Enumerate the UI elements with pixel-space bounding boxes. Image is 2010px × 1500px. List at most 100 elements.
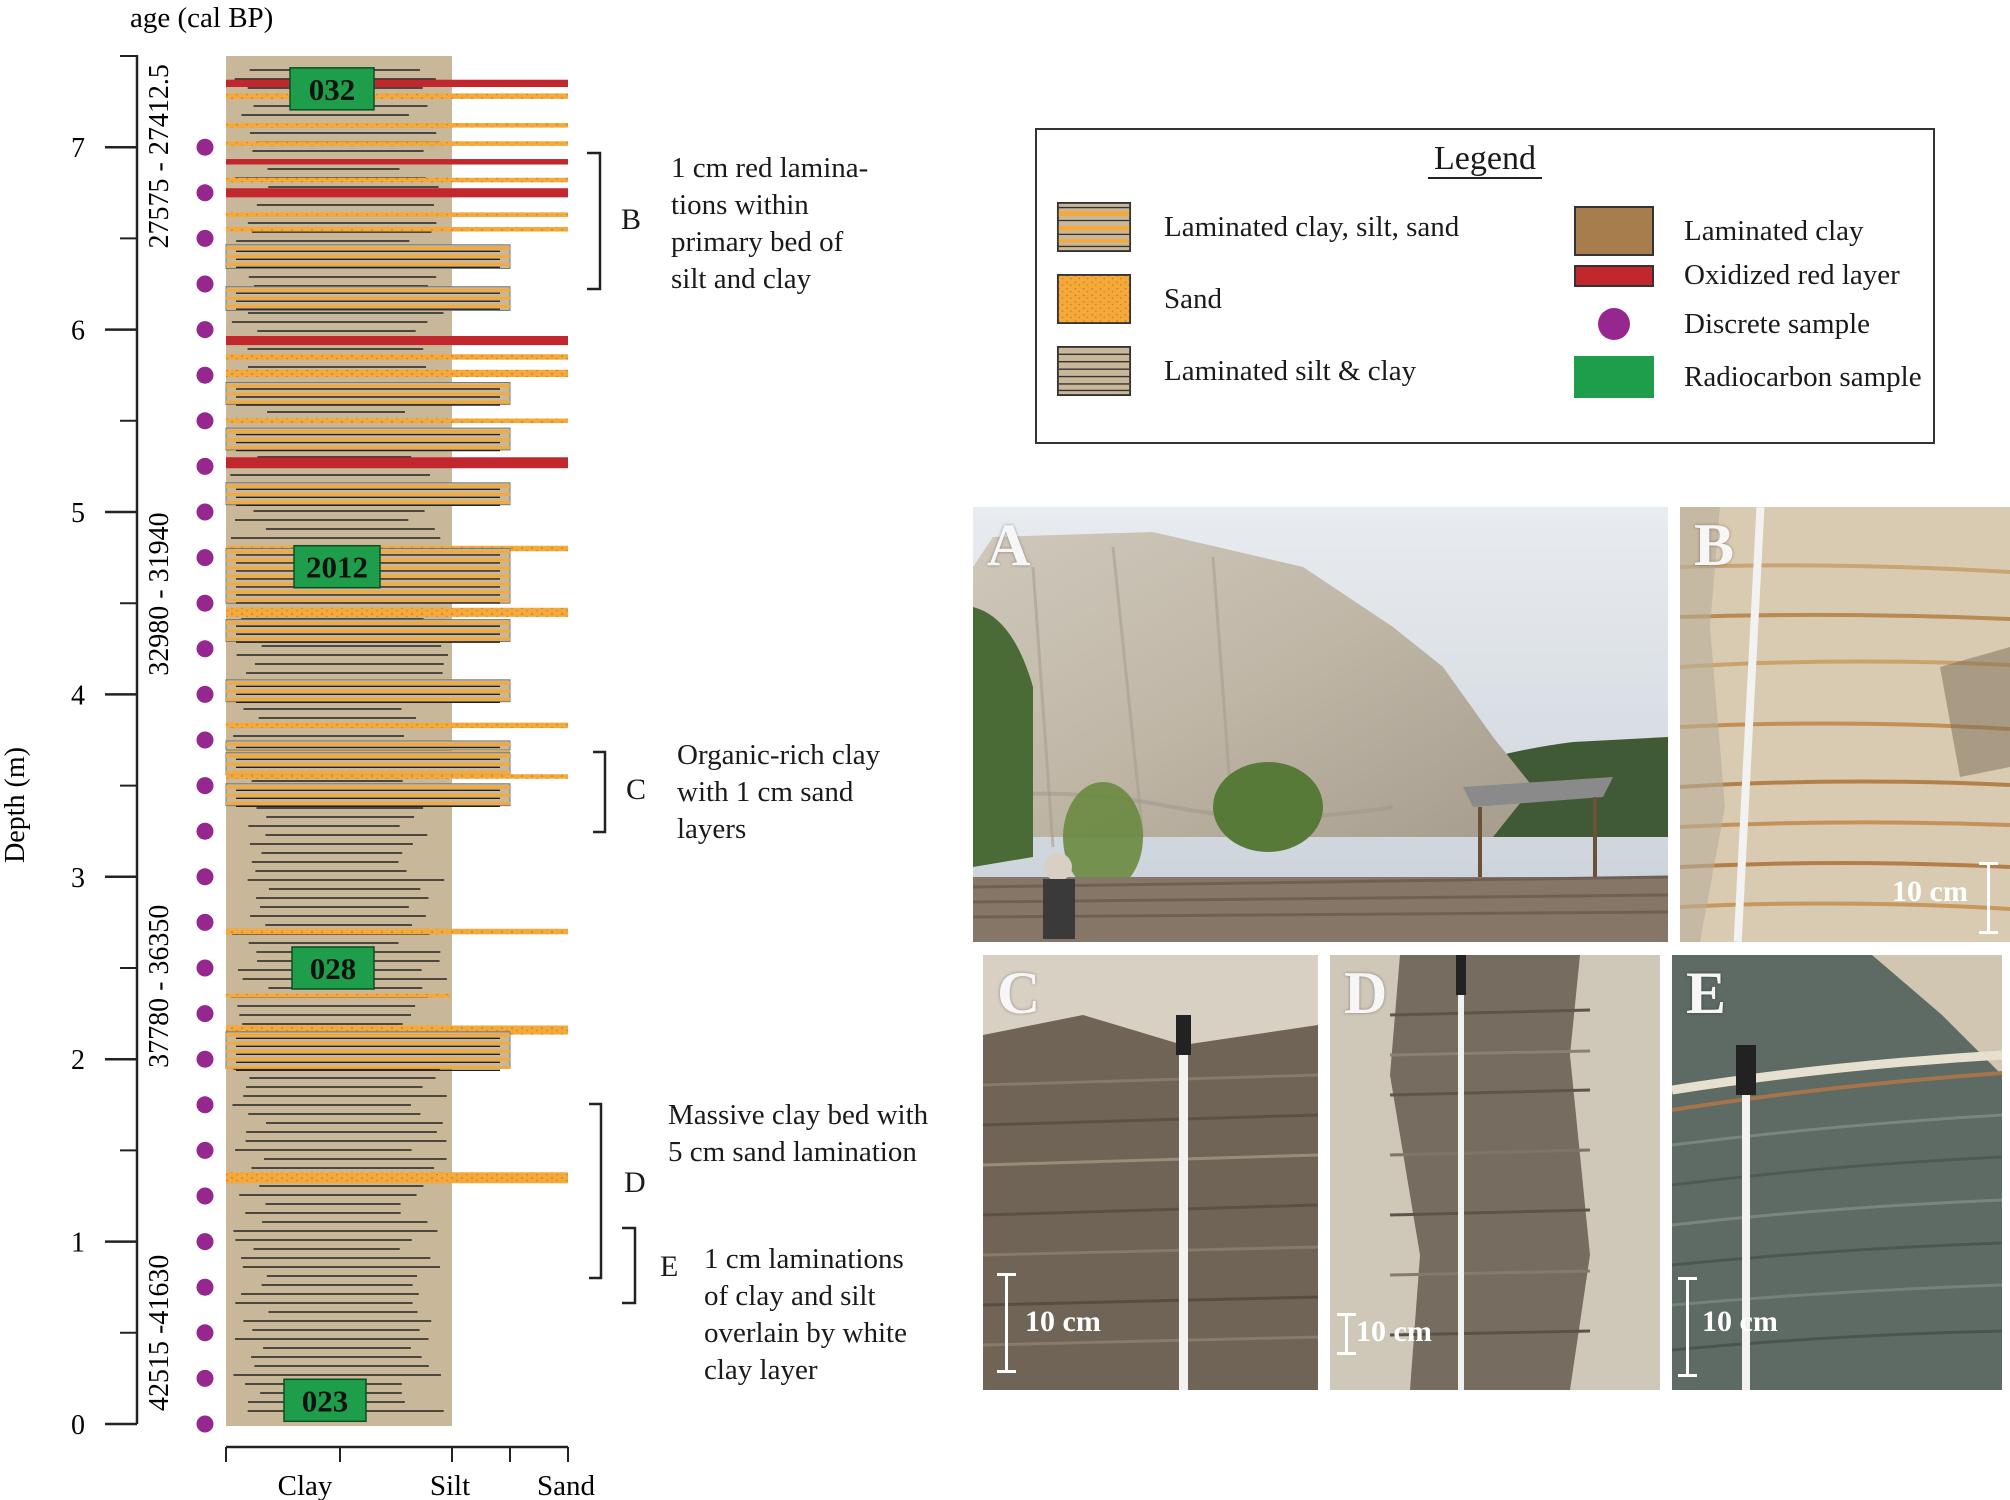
sand-lamina	[226, 304, 510, 308]
photo-label: B	[1694, 512, 1735, 578]
radiocarbon-box	[291, 946, 375, 990]
sand-lamina	[226, 296, 510, 300]
legend-item-sand: Sand	[1054, 274, 1222, 324]
sand-lamina	[226, 621, 510, 625]
laminated-clay-silt-sand-swatch	[1056, 202, 1132, 252]
discrete-sample-dot	[196, 1415, 214, 1433]
age-header: age (cal BP)	[130, 2, 273, 34]
sand-lamina	[226, 384, 510, 388]
legend-item-laminated-silt-clay: Laminated silt & clay	[1054, 346, 1416, 396]
annotation-b-text: 1 cm red lamina- tions within primary be…	[671, 150, 868, 298]
sand-band	[226, 369, 568, 378]
red-layer-band	[226, 335, 568, 346]
age-range-label: 27575 - 27412.5	[144, 64, 175, 248]
sand-lamina	[226, 697, 510, 701]
discrete-sample-dot	[196, 412, 214, 430]
discrete-sample-dot	[196, 594, 214, 612]
sand-band	[226, 993, 450, 998]
sand-lamina	[226, 400, 510, 404]
sand-band	[226, 123, 568, 128]
legend-item-laminated-clay-silt-sand: Laminated clay, silt, sand	[1054, 202, 1459, 252]
legend: Legend Laminated clay, silt, sand Sand	[1035, 128, 1935, 444]
photo-a-outcrop: A	[973, 507, 1668, 942]
sand-lamina	[226, 629, 510, 633]
discrete-sample-dot	[196, 229, 214, 247]
annotation-d-text: Massive clay bed with 5 cm sand laminati…	[668, 1097, 928, 1171]
discrete-sample-dot	[196, 685, 214, 703]
sand-lamina	[226, 492, 510, 496]
sand-band	[226, 227, 568, 232]
radiocarbon-box	[289, 67, 375, 111]
discrete-sample-dot	[196, 503, 214, 521]
outcrop-image	[1330, 955, 1660, 1390]
scale-bar	[1979, 862, 1998, 934]
photo-c-organic-clay: C 10 cm	[983, 955, 1318, 1390]
annotation-line: 5 cm sand lamination	[668, 1136, 917, 1168]
discrete-sample-dot	[196, 549, 214, 567]
red-layer-band	[226, 159, 568, 165]
sand-lamina	[226, 392, 510, 396]
scale-label: 10 cm	[1702, 1305, 1778, 1338]
grain-tick-label: Clay	[278, 1470, 333, 1500]
annotation-line: with 1 cm sand	[677, 776, 854, 808]
sand-band	[226, 212, 568, 217]
sand-band	[226, 774, 568, 779]
scale-label: 10 cm	[1025, 1305, 1101, 1338]
legend-label: Oxidized red layer	[1684, 259, 1900, 291]
scale-label: 10 cm	[1892, 875, 1968, 908]
sand-lamina	[226, 1057, 510, 1061]
sand-lamina	[226, 681, 510, 685]
laminated-silt-clay-swatch	[1056, 346, 1132, 396]
discrete-sample-dot	[196, 1096, 214, 1114]
discrete-sample-dot	[196, 1050, 214, 1068]
sand-band	[226, 177, 568, 183]
annotation-letter-d: D	[624, 1166, 646, 1199]
grain-tick-label: Silt	[430, 1470, 470, 1500]
scale-label: 10 cm	[1356, 1315, 1432, 1348]
red-layer-swatch	[1574, 264, 1654, 287]
legend-label: Radiocarbon sample	[1684, 360, 1922, 393]
annotation-line: of clay and silt	[704, 1280, 876, 1312]
discrete-sample-dot	[196, 731, 214, 749]
photo-label: A	[987, 512, 1031, 578]
annotation-line: overlain by white	[704, 1317, 907, 1349]
legend-label: Sand	[1164, 282, 1222, 315]
sand-lamina	[226, 689, 510, 693]
discrete-samples	[196, 138, 214, 1433]
legend-label: Laminated clay, silt, sand	[1164, 210, 1460, 243]
sand-lamina	[226, 246, 510, 250]
annotation-line: 1 cm red lamina-	[671, 152, 869, 184]
annotation-e-text: 1 cm laminations of clay and silt overla…	[704, 1241, 907, 1389]
annotation-letter-e: E	[660, 1250, 679, 1283]
discrete-sample-swatch	[1574, 306, 1654, 342]
radiocarbon-label: 028	[310, 951, 357, 986]
outcrop-image	[1672, 955, 2002, 1390]
sand-band	[226, 1025, 568, 1035]
radiocarbon-swatch	[1574, 356, 1654, 398]
bracket-d	[589, 1102, 603, 1280]
discrete-sample-dot	[196, 184, 214, 202]
photo-b-red-laminations: B 10 cm	[1680, 507, 2010, 942]
legend-item-laminated-clay: Laminated clay	[1574, 206, 1864, 256]
sand-and-red-bands	[225, 79, 568, 1184]
annotation-line: clay layer	[704, 1354, 818, 1386]
legend-item-discrete-sample: Discrete sample	[1574, 306, 1870, 342]
discrete-sample-dot	[196, 366, 214, 384]
sand-lamina	[226, 262, 510, 266]
discrete-sample-dot	[196, 1005, 214, 1023]
photo-e-laminations: E 10 cm	[1672, 955, 2002, 1390]
lithology-column	[225, 56, 568, 1426]
discrete-sample-dot	[196, 1233, 214, 1251]
discrete-sample-dot	[196, 1141, 214, 1159]
sand-lamina	[226, 785, 510, 789]
sand-lamina	[226, 770, 510, 774]
discrete-sample-dot	[196, 275, 214, 293]
discrete-sample-dot	[196, 1324, 214, 1342]
sand-lamina	[226, 793, 510, 797]
discrete-sample-dot	[196, 640, 214, 658]
